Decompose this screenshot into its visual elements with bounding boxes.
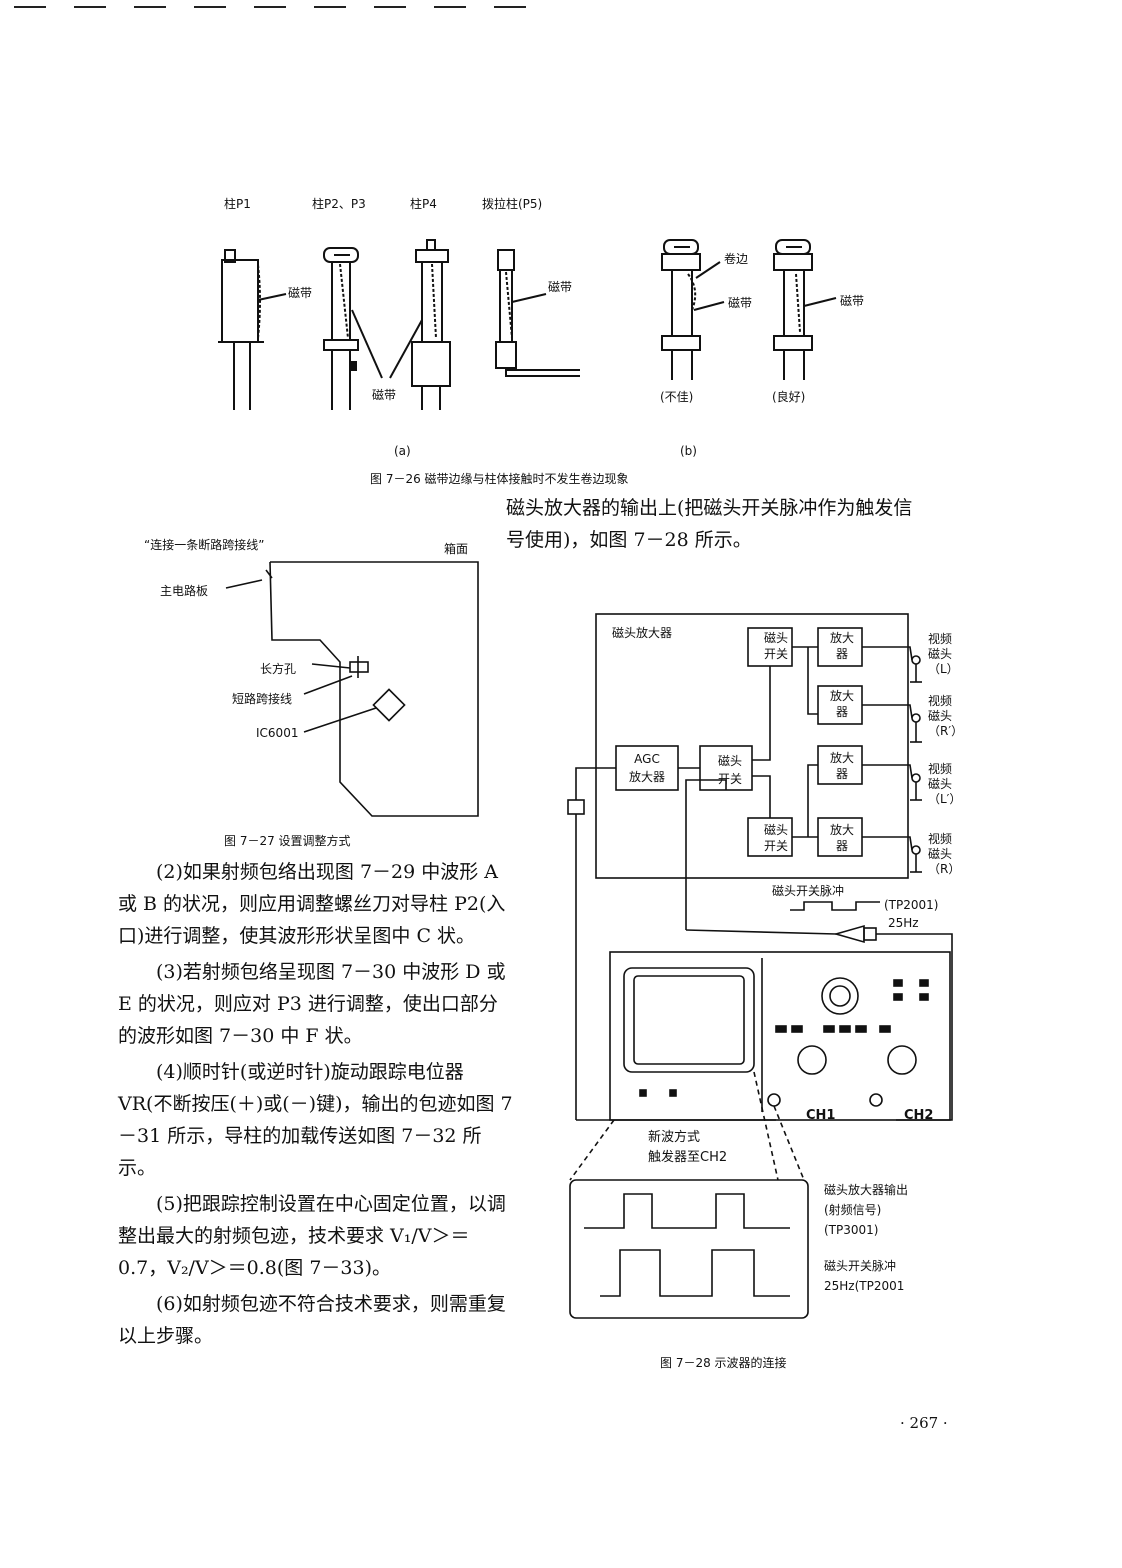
body-paragraphs: (2)如果射频包络出现图 7－29 中波形 A 或 B 的状况，则应用调整螺丝刀…	[118, 856, 514, 1352]
tape-label-bad: 磁带	[728, 296, 753, 310]
ch1-label: CH1	[806, 1108, 836, 1123]
main-board-outline	[269, 561, 479, 817]
post-p4-base	[411, 341, 451, 387]
pulse-label: 磁头开关脉冲	[772, 884, 845, 898]
tape-label-good: 磁带	[840, 294, 865, 308]
probe-tp3001	[567, 799, 585, 815]
scan-mark	[74, 6, 106, 8]
col-label-p2p3: 柱P2、P3	[312, 197, 366, 211]
main-switch-label: 磁头开关	[717, 754, 742, 786]
board-label: 主电路板	[160, 584, 209, 598]
tape-label-p2: 磁带	[372, 388, 397, 402]
waveform-panel	[569, 1179, 809, 1319]
switch-1-label: 磁头开关	[763, 631, 788, 661]
switch-2-label: 磁头开关	[763, 823, 788, 853]
figure-caption-7-28: 图 7－28 示波器的连接	[660, 1356, 787, 1370]
good-label: (良好)	[772, 390, 806, 404]
col-label-p5: 拨拉柱(P5)	[482, 197, 543, 211]
head-r-prime-label: 视频磁头（R′）	[928, 694, 964, 738]
oscilloscope-screen	[623, 967, 755, 1073]
col-label-p1: 柱P1	[224, 197, 251, 211]
scan-mark	[314, 6, 346, 8]
waveform-switch-pulse	[600, 1249, 790, 1297]
figure-caption-7-26: 图 7－26 磁带边缘与柱体接触时不发生卷边现象	[370, 472, 629, 486]
sub-a: (a)	[394, 444, 411, 458]
scan-mark	[494, 6, 526, 8]
curl-label: 卷边	[724, 252, 749, 266]
scan-mark	[134, 6, 166, 8]
page-number: · 267 ·	[900, 1414, 948, 1432]
head-l-prime-label: 视频磁头（L′）	[928, 762, 962, 806]
sub-b: (b)	[680, 444, 697, 458]
amp-4-label: 放大器	[829, 823, 854, 853]
hole-label: 长方孔	[260, 662, 297, 676]
figure-caption-7-27: 图 7－27 设置调整方式	[224, 834, 351, 848]
bad-label: (不佳)	[660, 390, 694, 404]
post-p4-pin	[426, 239, 436, 251]
right-text-line-1: 磁头放大器的输出上(把磁头开关脉冲作为触发信	[506, 497, 913, 519]
jumper-label: 短路跨接线	[232, 692, 293, 706]
tape-label-p5: 磁带	[548, 280, 573, 294]
guide-post-drawing	[218, 239, 837, 410]
ch2-input-jack[interactable]	[869, 1093, 883, 1107]
paragraph-2: (2)如果射频包络出现图 7－29 中波形 A 或 B 的状况，则应用调整螺丝刀…	[118, 861, 506, 947]
scan-mark	[374, 6, 406, 8]
trigger-note: 新波方式触发器至CH2	[648, 1130, 728, 1165]
paragraph-4: (4)顺时针(或逆时针)旋动跟踪电位器 VR(不断按压(＋)或(－)键)，输出的…	[118, 1061, 513, 1179]
oscilloscope-connection-diagram	[567, 613, 953, 1319]
freq-label: 25Hz	[888, 916, 919, 930]
ch1-input-jack[interactable]	[767, 1093, 781, 1107]
case-label: 箱面	[444, 542, 469, 556]
jumper-quote: “连接一条断路跨接线”	[144, 538, 265, 552]
post-p5	[499, 269, 513, 343]
post-p4	[421, 261, 443, 343]
probe-tp2001	[833, 924, 865, 944]
circuit-board-drawing	[225, 561, 479, 817]
paragraph-6: (6)如射频包迹不符合技术要求，则需重复以上步骤。	[118, 1293, 506, 1347]
ch2-label: CH2	[904, 1108, 934, 1123]
right-text-line-2: 号使用)，如图 7－28 所示。	[506, 529, 752, 551]
out-label: 磁头放大器输出(射频信号)(TP3001)	[824, 1183, 909, 1237]
post-p2-base	[323, 339, 359, 351]
tape-label-p1: 磁带	[288, 286, 313, 300]
timebase-knob[interactable]	[821, 977, 859, 1015]
scan-mark	[434, 6, 466, 8]
head-amp-housing	[595, 613, 909, 879]
tp2001-label: (TP2001)	[884, 898, 939, 912]
scan-mark	[254, 6, 286, 8]
col-label-p4: 柱P4	[410, 197, 437, 211]
ic6001-chip	[372, 688, 406, 722]
ic-label: IC6001	[256, 726, 299, 740]
rect-hole	[349, 661, 369, 673]
paragraph-5: (5)把跟踪控制设置在中心固定位置，以调整出最大的射频包迹，技术要求 V₁/V＞…	[118, 1193, 506, 1279]
oscilloscope-body	[609, 951, 951, 1121]
amp-1-label: 放大器	[829, 631, 854, 661]
head-l-label: 视频磁头（L）	[928, 632, 959, 676]
right-text-block: 磁头放大器的输出上(把磁头开关脉冲作为触发信 号使用)，如图 7－28 所示。	[506, 492, 986, 556]
ch2-volts-knob[interactable]	[887, 1045, 917, 1075]
scan-mark	[194, 6, 226, 8]
head-r-label: 视频磁头（R）	[928, 832, 961, 876]
waveform-rf-output	[584, 1193, 790, 1229]
post-cap	[224, 249, 236, 263]
ch1-volts-knob[interactable]	[797, 1045, 827, 1075]
amp-3-label: 放大器	[829, 751, 854, 781]
post-p5-top	[497, 249, 515, 271]
scan-mark	[14, 6, 46, 8]
post-p1	[221, 259, 259, 343]
post-p4-cap	[415, 249, 449, 263]
amp-title: 磁头放大器	[612, 626, 673, 640]
amp-2-label: 放大器	[829, 689, 854, 719]
post-p2	[331, 261, 351, 341]
paragraph-3: (3)若射频包络呈现图 7－30 中波形 D 或 E 的状况，则应对 P3 进行…	[118, 961, 506, 1047]
